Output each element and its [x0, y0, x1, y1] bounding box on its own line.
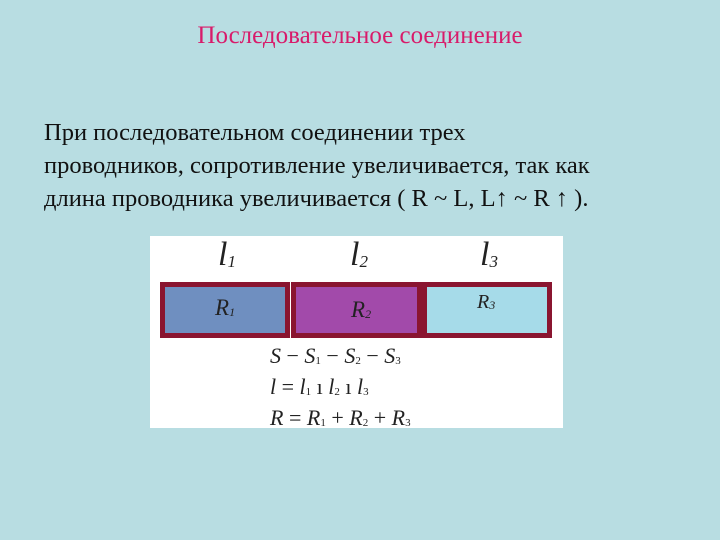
- length-label-2: l2: [350, 236, 368, 273]
- formula-length: l = l1 ı l2 ı l3: [270, 374, 369, 399]
- paragraph-line-3: длина проводника увеличивается ( R ~ L, …: [44, 185, 589, 212]
- paragraph-line-1: При последовательном соединении трех: [44, 119, 466, 146]
- conductor-2: R2: [291, 282, 422, 338]
- formula-block: S − S1 − S2 − S3 l = l1 ı l2 ı l3 R = R1…: [270, 343, 470, 436]
- conductor-3: R3: [422, 282, 552, 338]
- resistor-label-1: R1: [215, 295, 236, 320]
- formula-resistance: R = R1 + R2 + R3: [270, 405, 411, 430]
- length-label-3: l3: [480, 236, 498, 273]
- slide-title: Последовательное соединение: [0, 22, 720, 50]
- formula-area: S − S1 − S2 − S3: [270, 343, 401, 368]
- paragraph-line-2: проводников, сопротивление увеличивается…: [44, 152, 590, 179]
- series-connection-figure: l1 l2 l3 R1 R2 R3 S − S1 − S2 − S3 l = l…: [150, 236, 563, 430]
- slide-title-text: Последовательное соединение: [197, 22, 523, 49]
- slide-paragraph: При последовательном соединении трех про…: [44, 116, 694, 215]
- resistor-label-3: R3: [477, 291, 496, 313]
- resistor-label-2: R2: [351, 297, 372, 322]
- conductor-1: R1: [160, 282, 290, 338]
- length-label-1: l1: [218, 236, 236, 273]
